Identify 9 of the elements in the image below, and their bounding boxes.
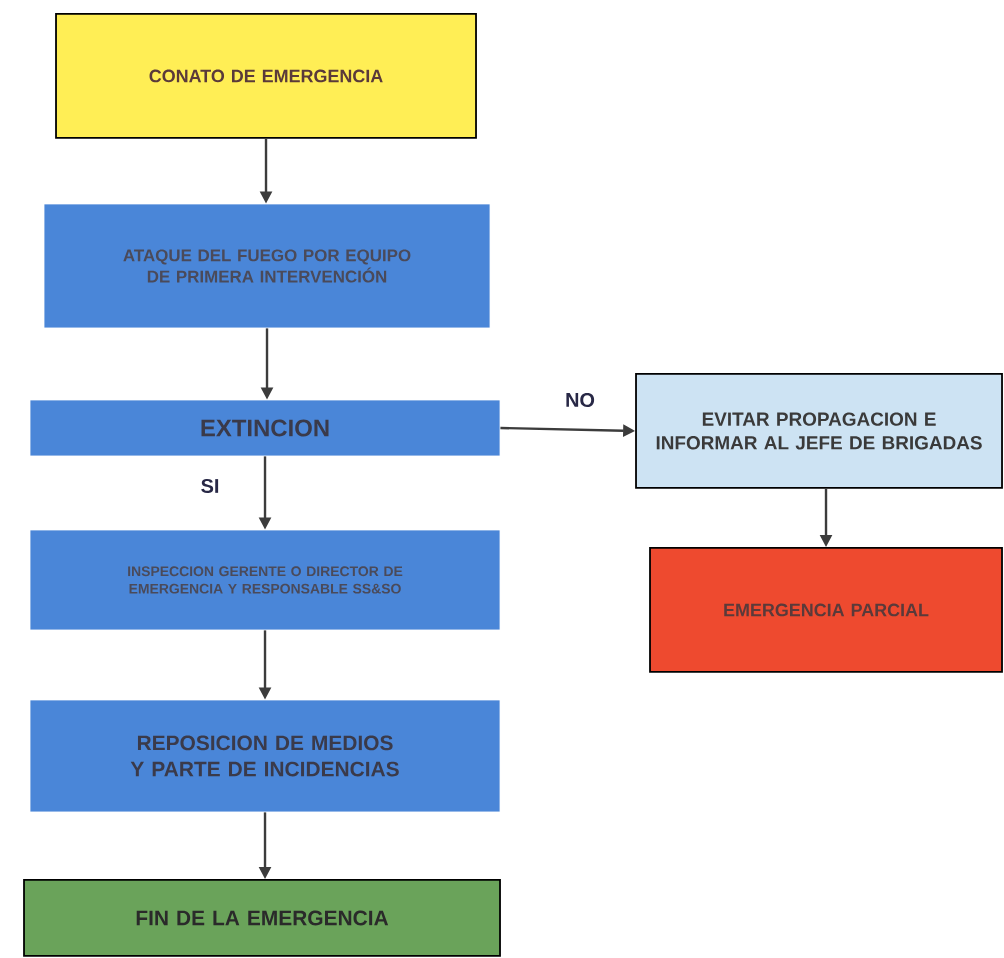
process-box: ATAQUE DEL FUEGO POR EQUIPO DE PRIMERA INTERVENCIÓN — [43, 203, 491, 329]
process-box: EVITAR PROPAGACION E INFORMAR AL JEFE DE BRIGADAS — [635, 373, 1003, 489]
edge-label: SI — [198, 476, 222, 496]
process-box: REPOSICION DE MEDIOS Y PARTE DE INCIDENCIAS — [29, 699, 501, 813]
edge-label: NO — [563, 390, 597, 409]
process-box: FIN DE LA EMERGENCIA — [23, 879, 501, 957]
process-box: CONATO DE EMERGENCIA — [55, 13, 477, 139]
process-box: EXTINCION — [29, 399, 501, 457]
process-box: EMERGENCIA PARCIAL — [649, 547, 1003, 673]
